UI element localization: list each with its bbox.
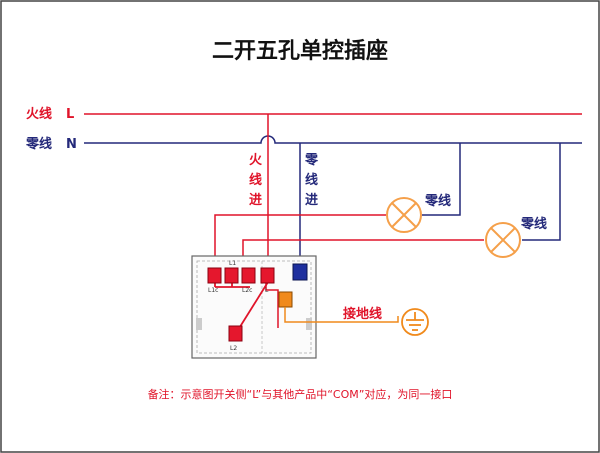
terminal-neutral	[292, 263, 308, 281]
terminal-l1	[224, 267, 239, 284]
footnote: 备注：示意图开关侧“L”与其他产品中“COM”对应，为同一接口	[148, 387, 453, 401]
neutral-in-label: 零 线 进	[304, 153, 319, 208]
lamp2-live-wire	[242, 239, 484, 262]
terminal-l1-label: L1	[229, 260, 236, 267]
neutral-line-letter: N	[66, 137, 77, 152]
diagram-title: 二开五孔单控插座	[212, 38, 388, 64]
neutral-in-char-2: 线	[305, 172, 318, 188]
neutral-in-char-1: 零	[304, 153, 319, 168]
lamp1-live-wire	[214, 214, 386, 262]
live-line-letter: L	[66, 107, 74, 122]
live-in-char-2: 线	[249, 172, 262, 188]
lamp2-neutral-label: 零线	[520, 216, 547, 232]
terminal-labels: L1 L1c L2c L L2	[208, 260, 269, 352]
l-internal-wire	[265, 282, 279, 328]
live-in-char-1: 火	[249, 153, 263, 168]
ground-icon	[401, 308, 429, 336]
lamp2-icon	[485, 222, 521, 258]
terminal-l-label: L	[265, 287, 269, 294]
live-in-label: 火 线 进	[249, 153, 263, 208]
ground-wire	[284, 307, 399, 323]
ground-label: 接地线	[343, 306, 382, 322]
terminal-l2	[228, 325, 243, 342]
lamp1-neutral-wire	[422, 143, 461, 216]
lamp2-neutral-wire	[522, 143, 561, 241]
neutral-line-label: 零线	[25, 136, 52, 152]
terminal-l	[260, 267, 275, 284]
neutral-main-wire	[84, 135, 582, 144]
terminal-l1c	[207, 267, 222, 284]
neutral-in-char-3: 进	[305, 193, 318, 208]
live-in-char-3: 进	[249, 193, 262, 208]
lamp1-neutral-label: 零线	[424, 193, 451, 209]
terminal-l2-label: L2	[230, 345, 237, 352]
terminal-ground	[278, 291, 293, 308]
terminal-l2c-label: L2c	[242, 287, 252, 294]
lamp1-icon	[386, 197, 422, 233]
l-to-l2-wire	[237, 281, 269, 331]
terminal-l2c	[241, 267, 256, 284]
terminal-l1c-label: L1c	[208, 287, 218, 294]
live-line-label: 火线	[26, 106, 52, 122]
